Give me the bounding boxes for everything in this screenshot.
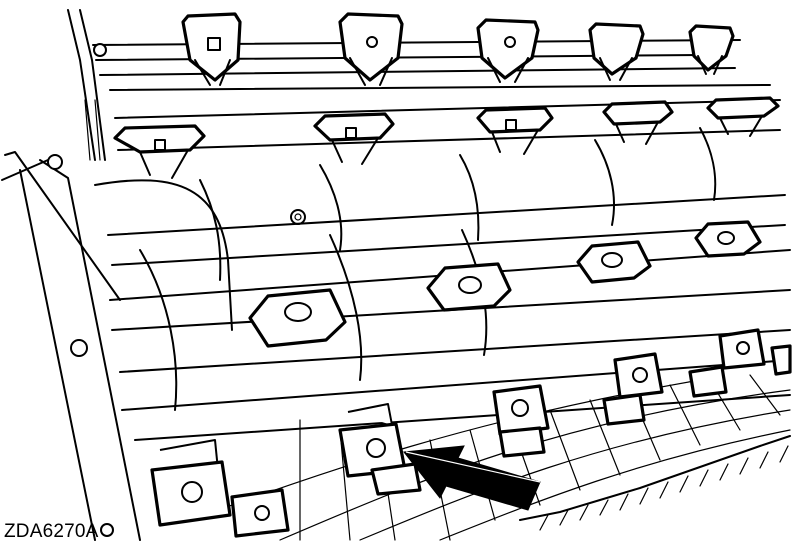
rasp-bar bbox=[576, 240, 652, 284]
frame-bolt-hole bbox=[100, 523, 114, 537]
feeder-lug bbox=[476, 106, 554, 155]
figure-code-label: ZDA6270A bbox=[4, 521, 99, 542]
callout-arrow bbox=[403, 445, 541, 511]
rasp-tab bbox=[492, 384, 550, 458]
feeder-lug bbox=[113, 124, 206, 179]
feeder-lug bbox=[688, 24, 735, 75]
rasp-tab bbox=[770, 344, 792, 376]
rasp-tab bbox=[150, 439, 232, 527]
top-lug-row bbox=[181, 12, 735, 86]
rasp-tab bbox=[688, 328, 766, 398]
frame-bolt-hole bbox=[70, 339, 88, 357]
feeder-lug bbox=[602, 100, 674, 145]
rasp-tab bbox=[338, 403, 422, 496]
rasp-tab bbox=[602, 352, 664, 426]
rotor-bolt bbox=[290, 209, 306, 225]
feeder-lug bbox=[338, 12, 404, 86]
lower-rasp-row bbox=[150, 328, 792, 538]
rasp-bar bbox=[694, 220, 762, 258]
frame-bolt-hole bbox=[47, 154, 63, 170]
feeder-lug bbox=[313, 112, 395, 165]
feeder-lug bbox=[588, 22, 645, 81]
feeder-lug bbox=[706, 96, 780, 137]
feeder-lug bbox=[476, 18, 540, 83]
second-lug-row bbox=[113, 96, 781, 179]
concave-grate bbox=[189, 374, 791, 541]
rotor-tubes bbox=[107, 194, 791, 441]
rasp-bar bbox=[248, 288, 347, 348]
rasp-tab bbox=[230, 488, 290, 538]
side-frame-plate bbox=[1, 151, 141, 541]
rasp-bar bbox=[426, 262, 512, 312]
auger-flights bbox=[94, 127, 717, 411]
feeder-lug bbox=[181, 12, 242, 86]
middle-rasp-row bbox=[248, 220, 762, 348]
